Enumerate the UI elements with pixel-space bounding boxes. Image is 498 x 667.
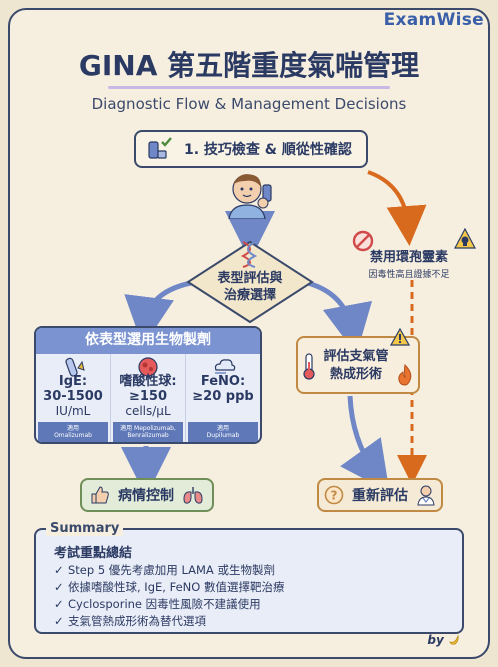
ige-range: 30-1500 [43,389,103,404]
doctor-icon [417,485,435,506]
summary-item: ✓依據嗜酸性球, IgE, FeNO 數值選擇靶治療 [54,580,285,594]
feno-drug: 適用 Dupilumab [188,422,258,442]
dna-icon [240,241,258,268]
ige-drug: 適用 Omalizumab [38,422,108,442]
eos-threshold: ≥150 [128,389,168,404]
ban-note: 因毒性高且證據不足 [368,270,450,280]
warning-icon [390,328,410,346]
biologics-header: 依表型選用生物製劑 [36,328,260,354]
summary-item: ✓Step 5 優先考慮加用 LAMA 或生物製劑 [54,563,275,577]
arrow-step1-to-ban [367,170,427,246]
arrow-airway-to-reassess [340,395,390,493]
biologics-panel: 依表型選用生物製劑 IgE: 30-1500 IU/mL 適用 Omalizum… [34,326,262,444]
ban-title: 禁用環孢靈素 [369,250,448,265]
step1-label: 1. 技巧檢查 & 順從性確認 [184,142,352,158]
question-icon: ? [324,485,344,505]
svg-text:?: ? [331,489,338,503]
summary-panel: 考試重點總結 ✓Step 5 優先考慮加用 LAMA 或生物製劑 ✓依據嗜酸性球… [34,528,464,634]
disease-control-label: 病情控制 [118,488,174,504]
eos-drug: 適用 Mepolizumab, Benralizumab [113,422,183,442]
eosinophil-cell-icon [138,357,158,377]
summary-list: ✓Step 5 優先考慮加用 LAMA 或生物製劑 ✓依據嗜酸性球, IgE, … [54,562,284,630]
feno-label: FeNO: [200,374,246,389]
summary-item: ✓Cyclosporine 因毒性風險不建議使用 [54,597,261,611]
ige-label: IgE: [58,374,88,389]
summary-heading: 考試重點總結 [54,546,133,561]
phenotype-line-1: 表型評估與 [217,271,283,286]
feno-threshold: ≥20 ppb [192,389,254,404]
arrow-phenotype-to-airway [303,279,373,355]
phenotype-label: 表型評估與 治療選擇 [186,270,314,304]
ige-unit: IU/mL [55,404,91,418]
breath-cloud-icon [214,359,236,374]
page-title: GINA 第五階重度氣喘管理 [78,49,420,82]
prohibited-icon [352,230,374,252]
banana-icon [449,634,459,645]
brand-logo: ExamWise [383,10,484,30]
thumbs-up-icon [91,486,109,504]
summary-item: ✓支氣管熱成形術為替代選項 [54,614,206,628]
step1-box: 1. 技巧檢查 & 順從性確認 [134,130,368,168]
thermoplasty-line-2: 熱成形術 [329,367,382,382]
byline: by [427,633,460,647]
disease-control-box: 病情控制 [80,478,214,512]
summary-tag: Summary [46,521,124,536]
arrow-phenotype-to-biologics [124,279,197,347]
ban-cyclosporine: 禁用環孢靈素 因毒性高且證據不足 [352,232,466,280]
flame-icon [398,364,412,386]
thermoplasty-box: 評估支氣管 熱成形術 [296,336,420,394]
biologic-ige: IgE: 30-1500 IU/mL 適用 Omalizumab [36,354,111,442]
biologic-eosinophil: 嗜酸性球: ≥150 cells/μL 適用 Mepolizumab, Benr… [111,354,186,442]
thermometer-icon [303,353,315,380]
toxic-skull-icon [454,228,476,249]
eos-unit: cells/μL [125,404,171,418]
page-subtitle: Diagnostic Flow & Management Decisions [91,95,407,113]
phenotype-line-2: 治療選擇 [223,288,276,303]
thermoplasty-line-1: 評估支氣管 [323,349,389,364]
reassess-box: ? 重新評估 [317,478,443,512]
title-underline [108,86,390,89]
test-tube-icon [65,357,85,377]
phenotype-diamond [186,240,314,324]
lungs-icon [183,487,203,504]
inhaler-check-icon [148,137,172,159]
patient-inhaler-illustration [228,174,272,219]
reassess-label: 重新評估 [352,488,408,504]
eos-label: 嗜酸性球: [119,374,177,389]
biologic-feno: FeNO: ≥20 ppb 適用 Dupilumab [186,354,260,442]
